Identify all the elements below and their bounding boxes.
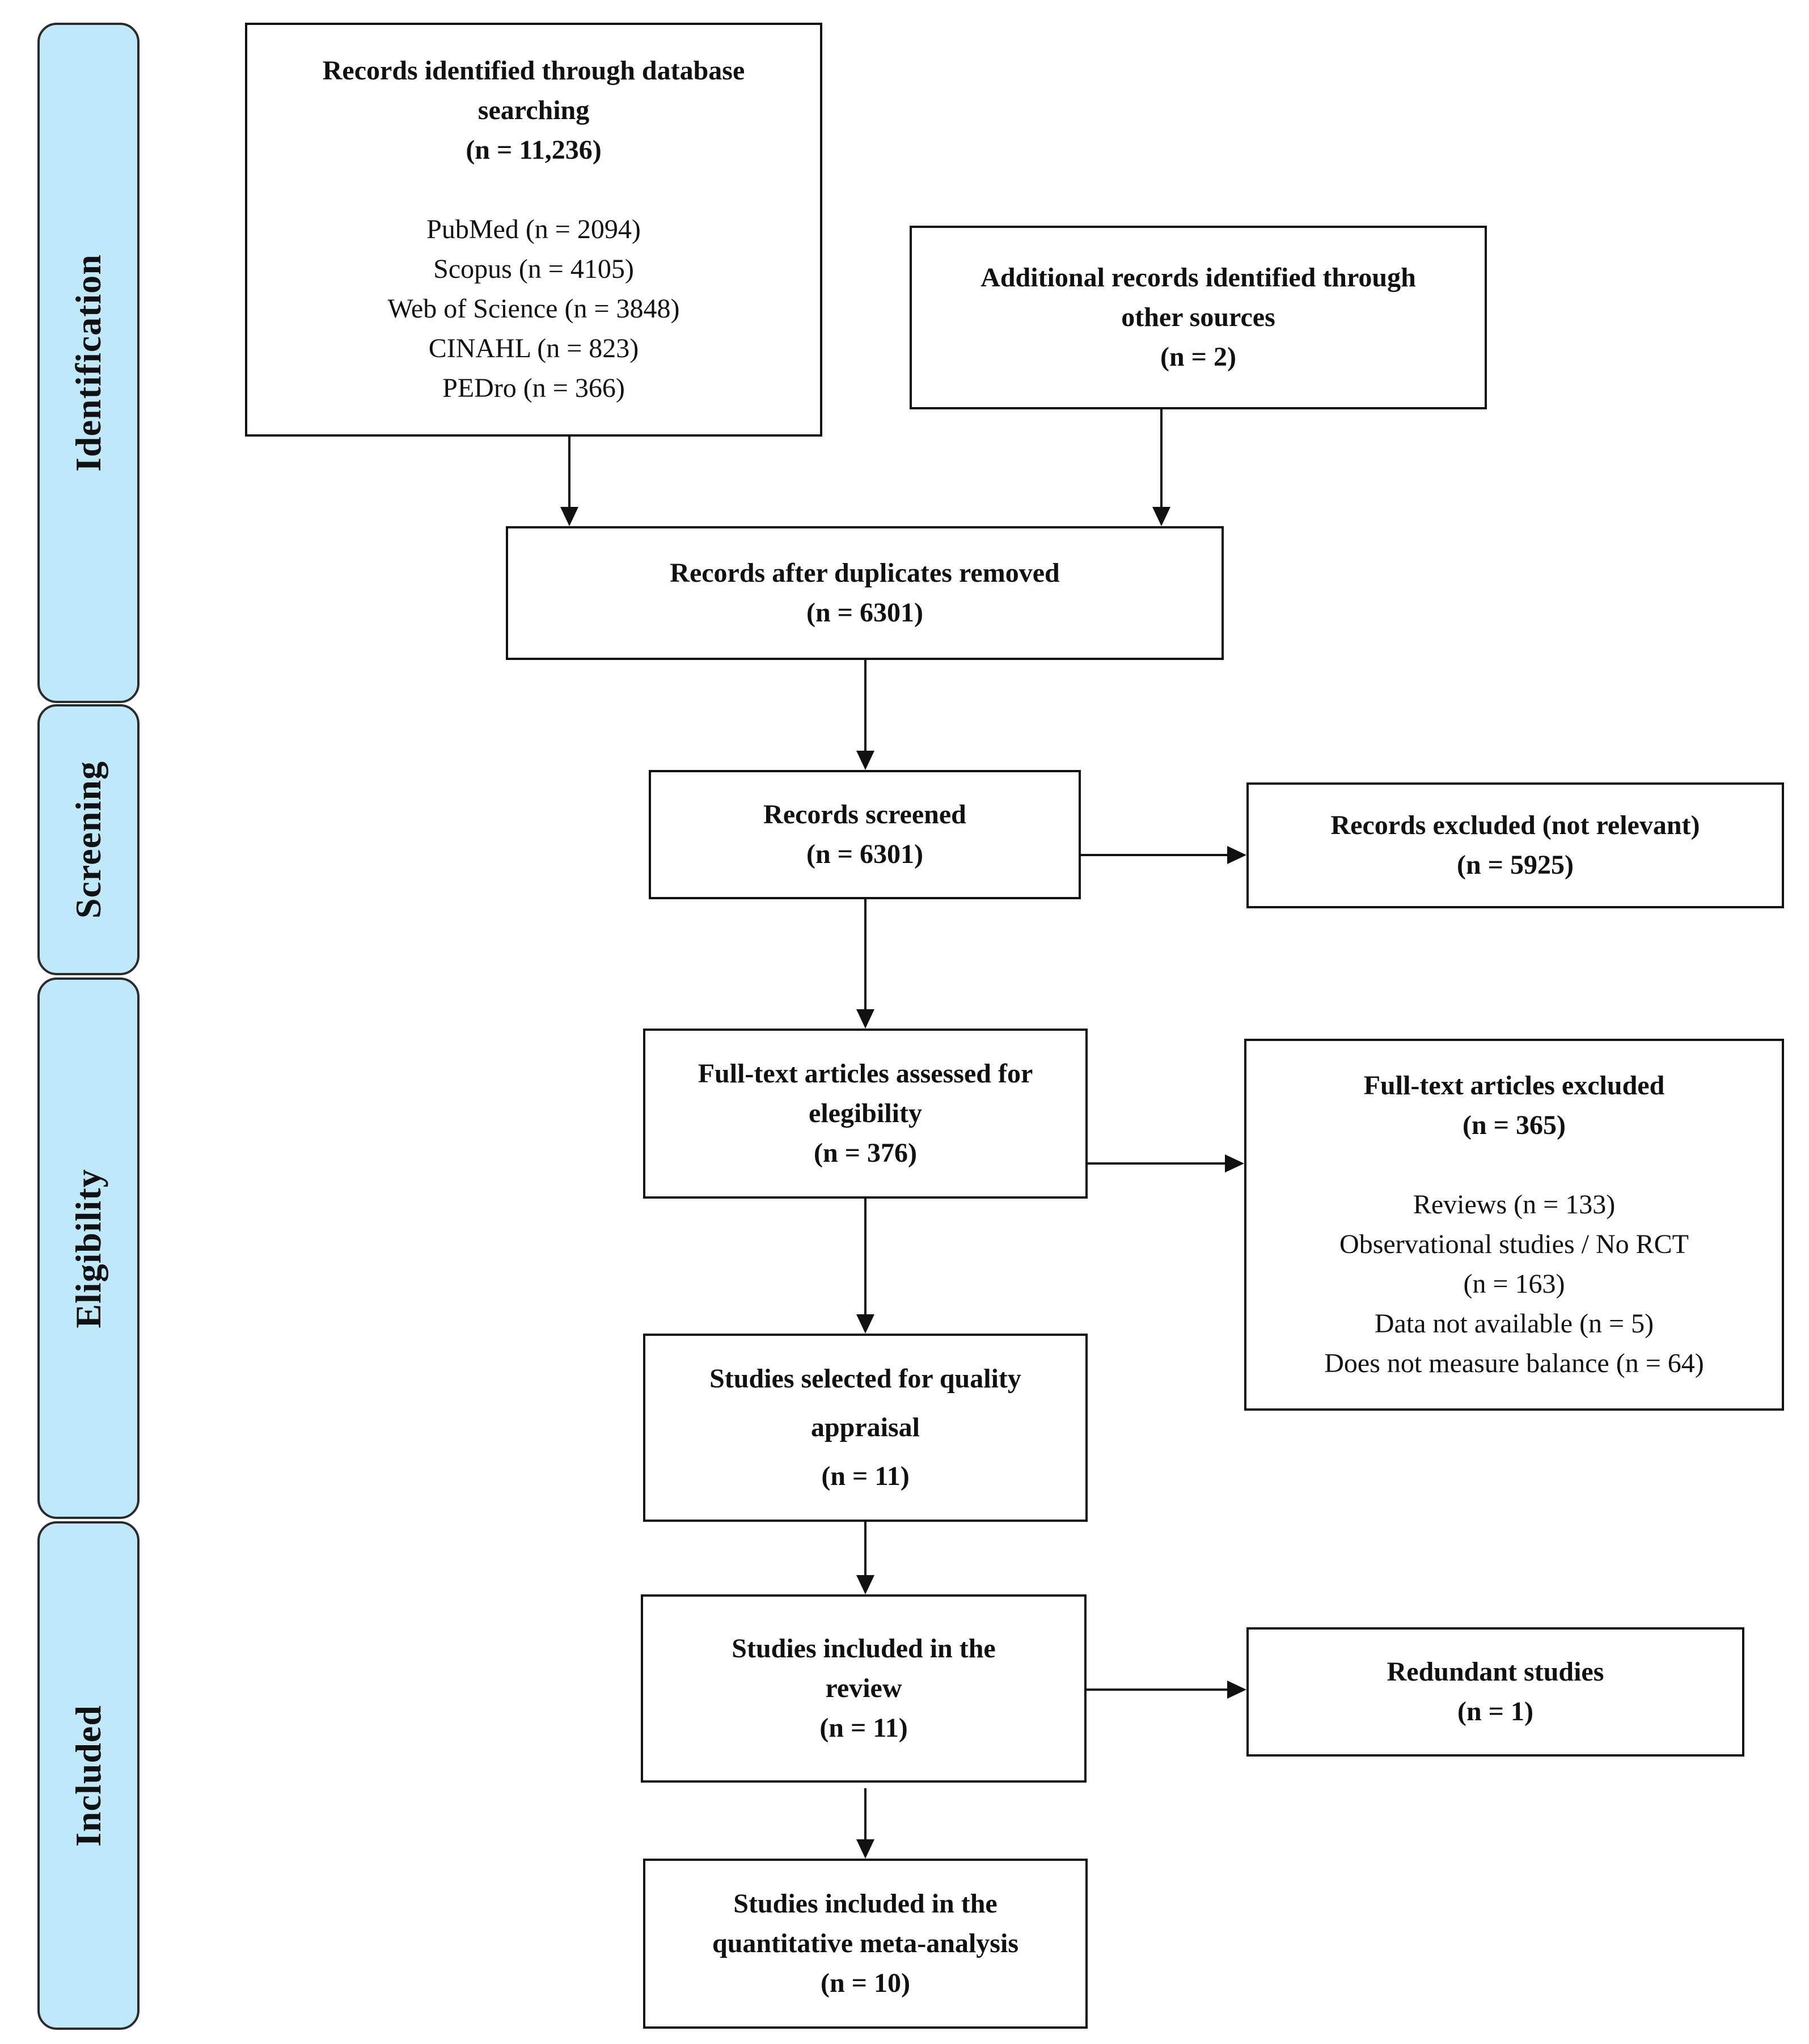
excluded-title: Records excluded (not relevant) [1330,810,1700,840]
arrowhead-db-to-dedup [560,507,578,526]
box-other-sources: Additional records identified through ot… [910,226,1487,409]
db-source-cinahl: CINAHL (n = 823) [428,333,639,363]
quality-title-line2: appraisal [810,1412,920,1442]
box-meta-analysis: Studies included in the quantitative met… [643,1859,1088,2029]
ft-reason-no-balance: Does not measure balance (n = 64) [1324,1348,1704,1378]
arrowhead-fulltext-to-quality [856,1314,874,1334]
fulltext-count: (n = 376) [813,1138,917,1168]
meta-count: (n = 10) [820,1968,910,1998]
arrowhead-review-to-redundant [1227,1681,1246,1699]
db-source-pubmed: PubMed (n = 2094) [426,214,641,244]
box-records-excluded: Records excluded (not relevant) (n = 592… [1246,782,1784,908]
ft-reason-observational-count: (n = 163) [1463,1269,1565,1299]
screened-count: (n = 6301) [806,839,923,869]
ft-reason-data-unavailable: Data not available (n = 5) [1374,1309,1654,1339]
arrowhead-screened-to-excluded [1227,846,1246,864]
dedup-count: (n = 6301) [806,598,923,628]
box-redundant-studies: Redundant studies (n = 1) [1246,1627,1744,1757]
phase-included: Included [37,1521,140,2030]
redundant-title: Redundant studies [1387,1657,1604,1687]
arrowhead-screened-to-fulltext [856,1009,874,1029]
fulltext-title-line1: Full-text articles assessed for [698,1059,1033,1089]
screened-title: Records screened [763,799,966,830]
excluded-count: (n = 5925) [1456,850,1574,880]
box-duplicates-removed: Records after duplicates removed (n = 63… [506,526,1224,660]
arrowhead-quality-to-review [856,1575,874,1594]
dedup-title: Records after duplicates removed [670,558,1060,588]
ft-excluded-count: (n = 365) [1462,1110,1566,1140]
db-source-scopus: Scopus (n = 4105) [433,254,634,284]
box-fulltext-assessed: Full-text articles assessed for elegibil… [643,1029,1088,1199]
other-count: (n = 2) [1160,342,1236,372]
redundant-count: (n = 1) [1457,1696,1533,1726]
phase-identification: Identification [37,23,140,703]
fulltext-title-line2: elegibility [809,1098,922,1128]
db-source-pedro: PEDro (n = 366) [442,373,625,403]
ft-reason-reviews: Reviews (n = 133) [1413,1190,1616,1220]
arrowhead-other-to-dedup [1152,507,1170,526]
box-included-review: Studies included in the review (n = 11) [641,1594,1087,1783]
quality-count: (n = 11) [821,1461,910,1491]
other-title-line1: Additional records identified through [980,263,1416,293]
phase-eligibility: Eligibility [37,977,140,1519]
phase-screening: Screening [37,704,140,975]
arrowhead-fulltext-to-excluded [1225,1154,1244,1173]
db-title-line1: Records identified through database [322,56,745,86]
review-count: (n = 11) [819,1713,908,1743]
ft-excluded-title: Full-text articles excluded [1363,1070,1665,1101]
review-title-line2: review [825,1673,902,1703]
meta-title-line1: Studies included in the [733,1889,998,1919]
box-quality-appraisal: Studies selected for quality appraisal (… [643,1334,1088,1522]
ft-reason-observational: Observational studies / No RCT [1339,1229,1689,1259]
meta-title-line2: quantitative meta-analysis [712,1928,1018,1958]
box-fulltext-excluded: Full-text articles excluded (n = 365) Re… [1244,1039,1784,1411]
db-count: (n = 11,236) [466,135,602,165]
box-database-search: Records identified through database sear… [245,23,822,437]
box-records-screened: Records screened (n = 6301) [649,770,1081,899]
quality-title-line1: Studies selected for quality [709,1364,1021,1394]
db-source-wos: Web of Science (n = 3848) [387,294,680,324]
arrowhead-review-to-meta [856,1839,874,1859]
other-title-line2: other sources [1121,302,1275,332]
arrowhead-dedup-to-screened [856,751,874,770]
db-title-line2: searching [477,95,590,125]
review-title-line1: Studies included in the [732,1633,996,1664]
